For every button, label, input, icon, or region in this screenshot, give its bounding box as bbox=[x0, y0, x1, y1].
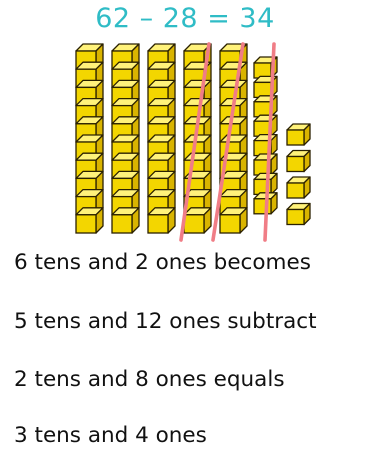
tens-rods bbox=[75, 43, 248, 234]
tens-rod bbox=[75, 43, 104, 234]
rod-cube bbox=[147, 207, 176, 234]
tens-rod bbox=[183, 43, 212, 234]
rod-cube bbox=[219, 207, 248, 234]
crossed-out-strokes bbox=[179, 42, 276, 242]
tens-rod bbox=[147, 43, 176, 234]
tens-rod bbox=[111, 43, 140, 234]
rod-cube bbox=[75, 207, 104, 234]
rod-cube bbox=[183, 207, 212, 234]
equation-text: 62 – 28 = 34 bbox=[95, 3, 275, 34]
explanation-line-4: 3 tens and 4 ones bbox=[14, 423, 207, 448]
one-cube bbox=[253, 133, 278, 157]
ones-cubes bbox=[253, 56, 311, 226]
base-ten-blocks bbox=[75, 42, 311, 242]
explanation-line-1: 6 tens and 2 ones becomes bbox=[14, 250, 311, 275]
one-cube bbox=[253, 95, 278, 118]
strike-line bbox=[263, 42, 276, 242]
tens-rod bbox=[219, 43, 248, 234]
explanation-line-3: 2 tens and 8 ones equals bbox=[14, 367, 285, 392]
one-cube bbox=[253, 114, 278, 137]
rod-cube bbox=[147, 79, 176, 107]
explanation-line-2: 5 tens and 12 ones subtract bbox=[14, 309, 317, 334]
equation: 62 – 28 = 34 bbox=[0, 2, 370, 36]
one-cube bbox=[286, 123, 311, 146]
strike-line bbox=[179, 42, 211, 242]
strike-line bbox=[211, 42, 245, 242]
one-cube bbox=[286, 176, 311, 199]
one-cube bbox=[286, 202, 311, 226]
one-cube bbox=[253, 153, 278, 176]
one-cube bbox=[286, 149, 311, 173]
rod-cube bbox=[111, 207, 140, 234]
